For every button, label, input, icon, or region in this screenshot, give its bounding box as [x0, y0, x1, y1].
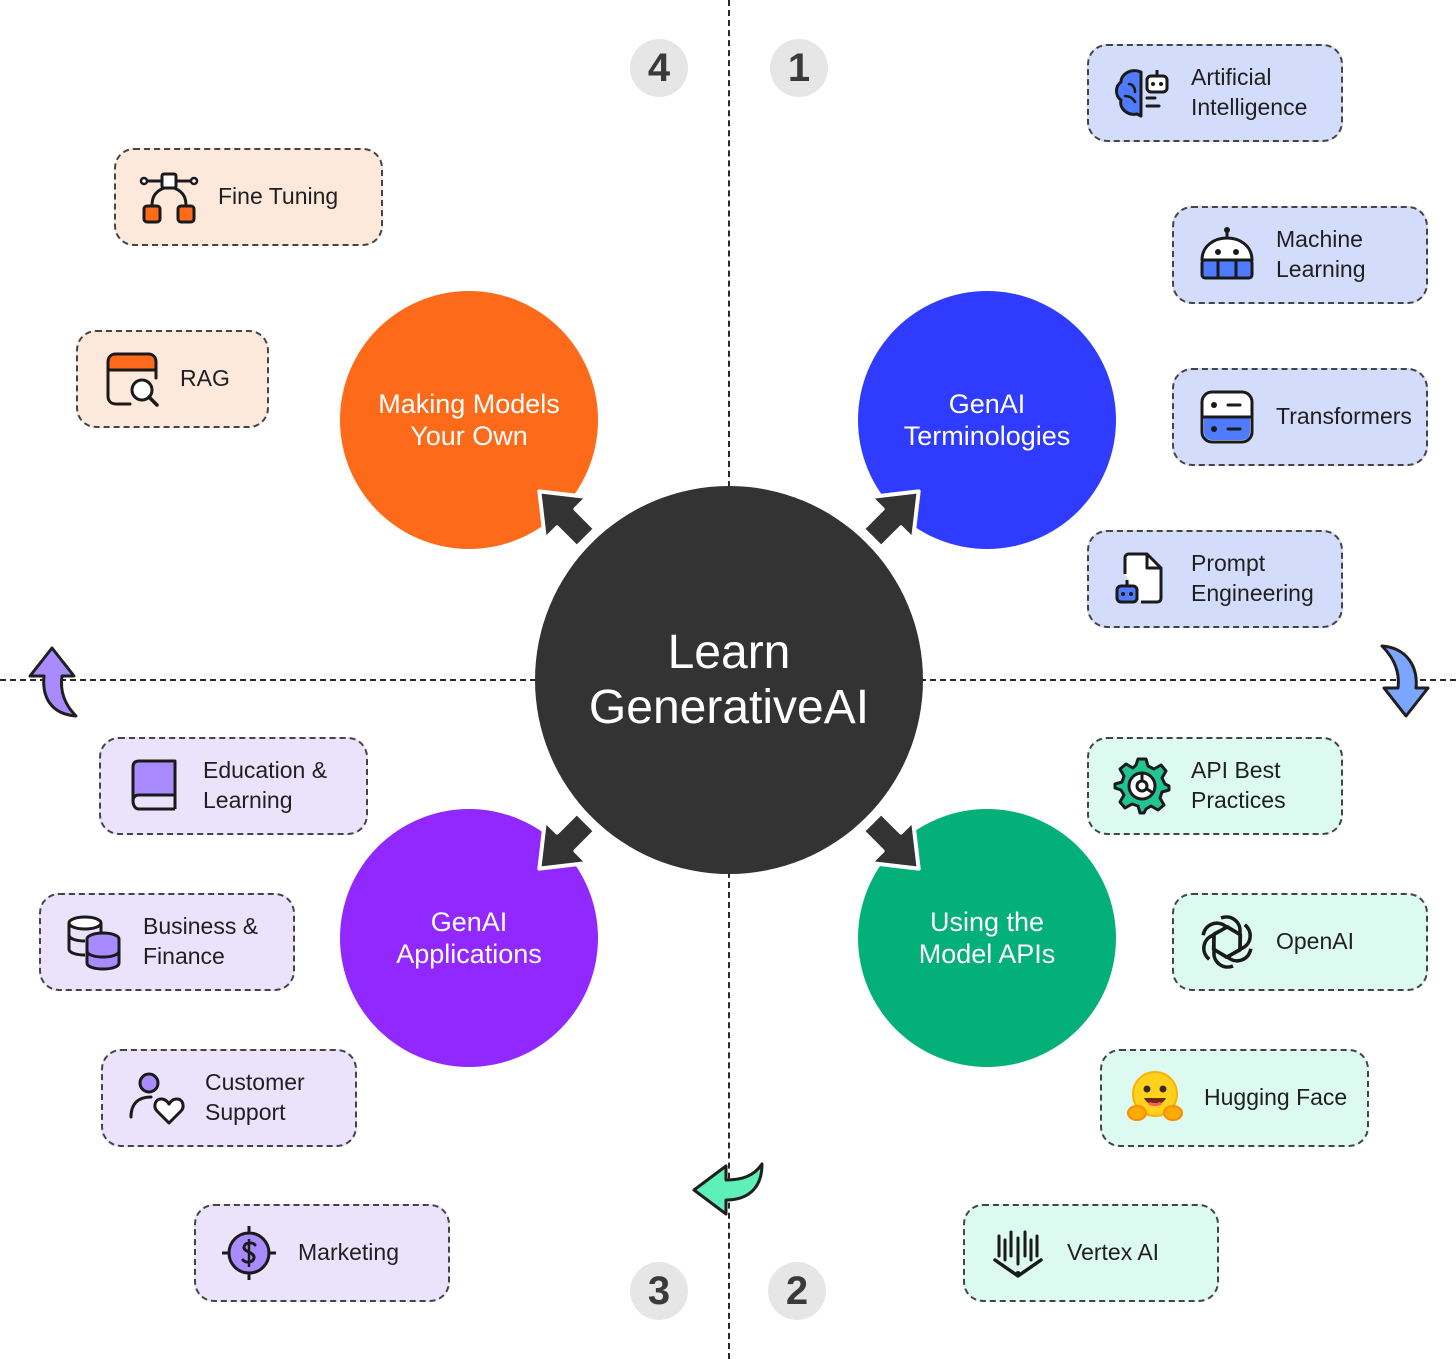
card-marketing-label: Marketing [298, 1239, 399, 1266]
hub-using-model-apis-label: Using the Model APIs [918, 906, 1056, 969]
card-hugging-face: Hugging Face [1100, 1049, 1369, 1147]
book-icon [131, 759, 177, 811]
card-prompt-engineering: Prompt Engineering [1087, 530, 1343, 628]
quadrant-number-4: 4 [630, 39, 688, 97]
card-machine-learning: Machine Learning [1172, 206, 1428, 304]
card-openai-label: OpenAI [1276, 928, 1354, 955]
card-rag: RAG [76, 330, 269, 428]
brain-robot-icon [1115, 69, 1169, 118]
robot-head-icon [1200, 227, 1254, 280]
card-customer-support-label: Customer Support [205, 1069, 305, 1125]
node-graph-icon [139, 172, 199, 224]
card-transformers-label: Transformers [1276, 403, 1412, 430]
hub-making-models-your-own-label: Making Models Your Own [378, 388, 560, 451]
card-business-finance-label: Business & Finance [143, 913, 259, 969]
card-hugging-face-label: Hugging Face [1204, 1084, 1348, 1111]
quadrant-number-2: 2 [768, 1262, 826, 1320]
hub-genai-applications-label: GenAI Applications [396, 906, 542, 969]
card-prompt-engineering-label: Prompt Engineering [1191, 550, 1314, 606]
card-machine-learning-label: Machine Learning [1276, 226, 1366, 282]
card-vertex-ai: Vertex AI [963, 1204, 1219, 1302]
quadrant-number-1: 1 [770, 39, 828, 97]
quadrant-number-3: 3 [630, 1262, 688, 1320]
card-education-learning-label: Education & Learning [203, 757, 328, 813]
hugging-face-emoji-icon [1127, 1071, 1183, 1121]
arrow-to-applications-icon [518, 801, 607, 890]
document-robot-icon [1115, 552, 1163, 604]
server-chip-icon [1200, 390, 1254, 444]
card-business-finance: Business & Finance [39, 893, 295, 991]
curved-arrow-up-left-icon [28, 646, 78, 718]
curved-arrow-left-bottom-icon [692, 1162, 764, 1216]
vertex-ai-logo-icon [993, 1230, 1043, 1278]
center-title: Learn GenerativeAI [588, 625, 870, 734]
card-fine-tuning-label: Fine Tuning [218, 183, 339, 210]
card-transformers: Transformers [1172, 368, 1428, 466]
arrow-to-own-models-icon [518, 470, 607, 559]
card-vertex-ai-label: Vertex AI [1067, 1239, 1160, 1266]
gear-icon [1113, 757, 1171, 815]
arrow-to-model-apis-icon [851, 801, 940, 890]
card-customer-support: Customer Support [101, 1049, 357, 1147]
card-artificial-intelligence: Artificial Intelligence [1087, 44, 1343, 142]
database-stack-icon [67, 915, 121, 971]
center-hub: Learn GenerativeAI [535, 486, 923, 874]
card-fine-tuning: Fine Tuning [114, 148, 383, 246]
card-api-best-practices: API Best Practices [1087, 737, 1343, 835]
card-openai: OpenAI [1172, 893, 1428, 991]
dollar-target-icon [222, 1226, 276, 1280]
openai-logo-icon [1201, 915, 1253, 969]
card-marketing: Marketing [194, 1204, 450, 1302]
card-rag-label: RAG [180, 365, 230, 392]
card-artificial-intelligence-label: Artificial Intelligence [1191, 64, 1308, 120]
hub-genai-terminologies-label: GenAI Terminologies [903, 388, 1071, 451]
card-api-best-practices-label: API Best Practices [1191, 757, 1286, 813]
card-education-learning: Education & Learning [99, 737, 368, 835]
arrow-to-terminologies-icon [851, 470, 940, 559]
window-search-icon [106, 352, 159, 407]
person-heart-icon [129, 1072, 185, 1125]
curved-arrow-down-right-icon [1380, 644, 1430, 718]
